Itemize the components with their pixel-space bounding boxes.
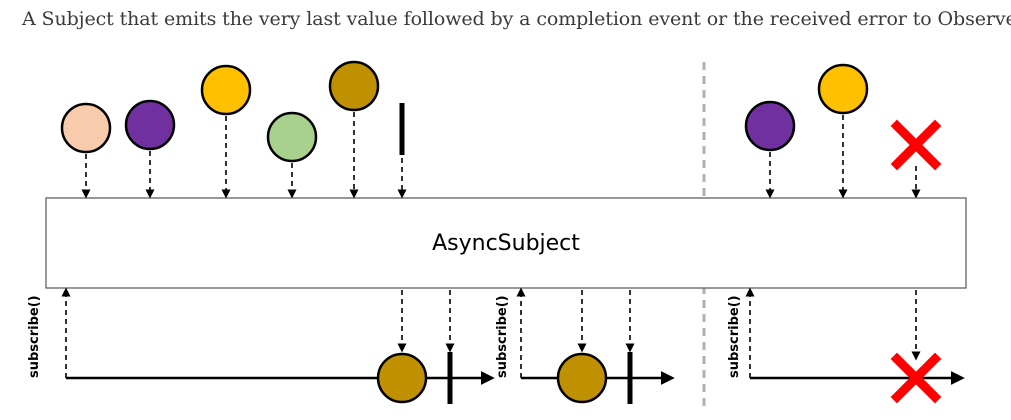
async-subject-label: AsyncSubject xyxy=(432,231,580,256)
input-emissions xyxy=(60,60,942,199)
input-left-marble-gold xyxy=(328,60,380,112)
input-left-marble-peach xyxy=(60,102,112,154)
observer-outputs: subscribe() subscribe() subscribe() xyxy=(27,287,965,404)
input-right-marble-purple xyxy=(744,100,796,152)
output-marble-gold xyxy=(376,352,428,404)
output-marble-gold xyxy=(556,352,608,404)
input-right-marble-yellow xyxy=(817,63,869,115)
caption: A Subject that emits the very last value… xyxy=(22,8,1011,30)
subscribe-label: subscribe() xyxy=(727,295,742,378)
subscribe-label: subscribe() xyxy=(27,295,42,378)
input-left-marble-green xyxy=(266,111,318,163)
input-left-marble-yellow xyxy=(200,64,252,116)
output-error-mark xyxy=(890,352,942,404)
observer-2: subscribe() xyxy=(495,287,675,404)
input-left-marble-purple xyxy=(124,99,176,151)
input-right-error-mark xyxy=(890,119,942,171)
async-subject-box xyxy=(45,197,967,289)
observer-3: subscribe() xyxy=(727,287,965,404)
subscribe-label: subscribe() xyxy=(495,295,510,378)
observer-1: subscribe() xyxy=(27,287,495,404)
